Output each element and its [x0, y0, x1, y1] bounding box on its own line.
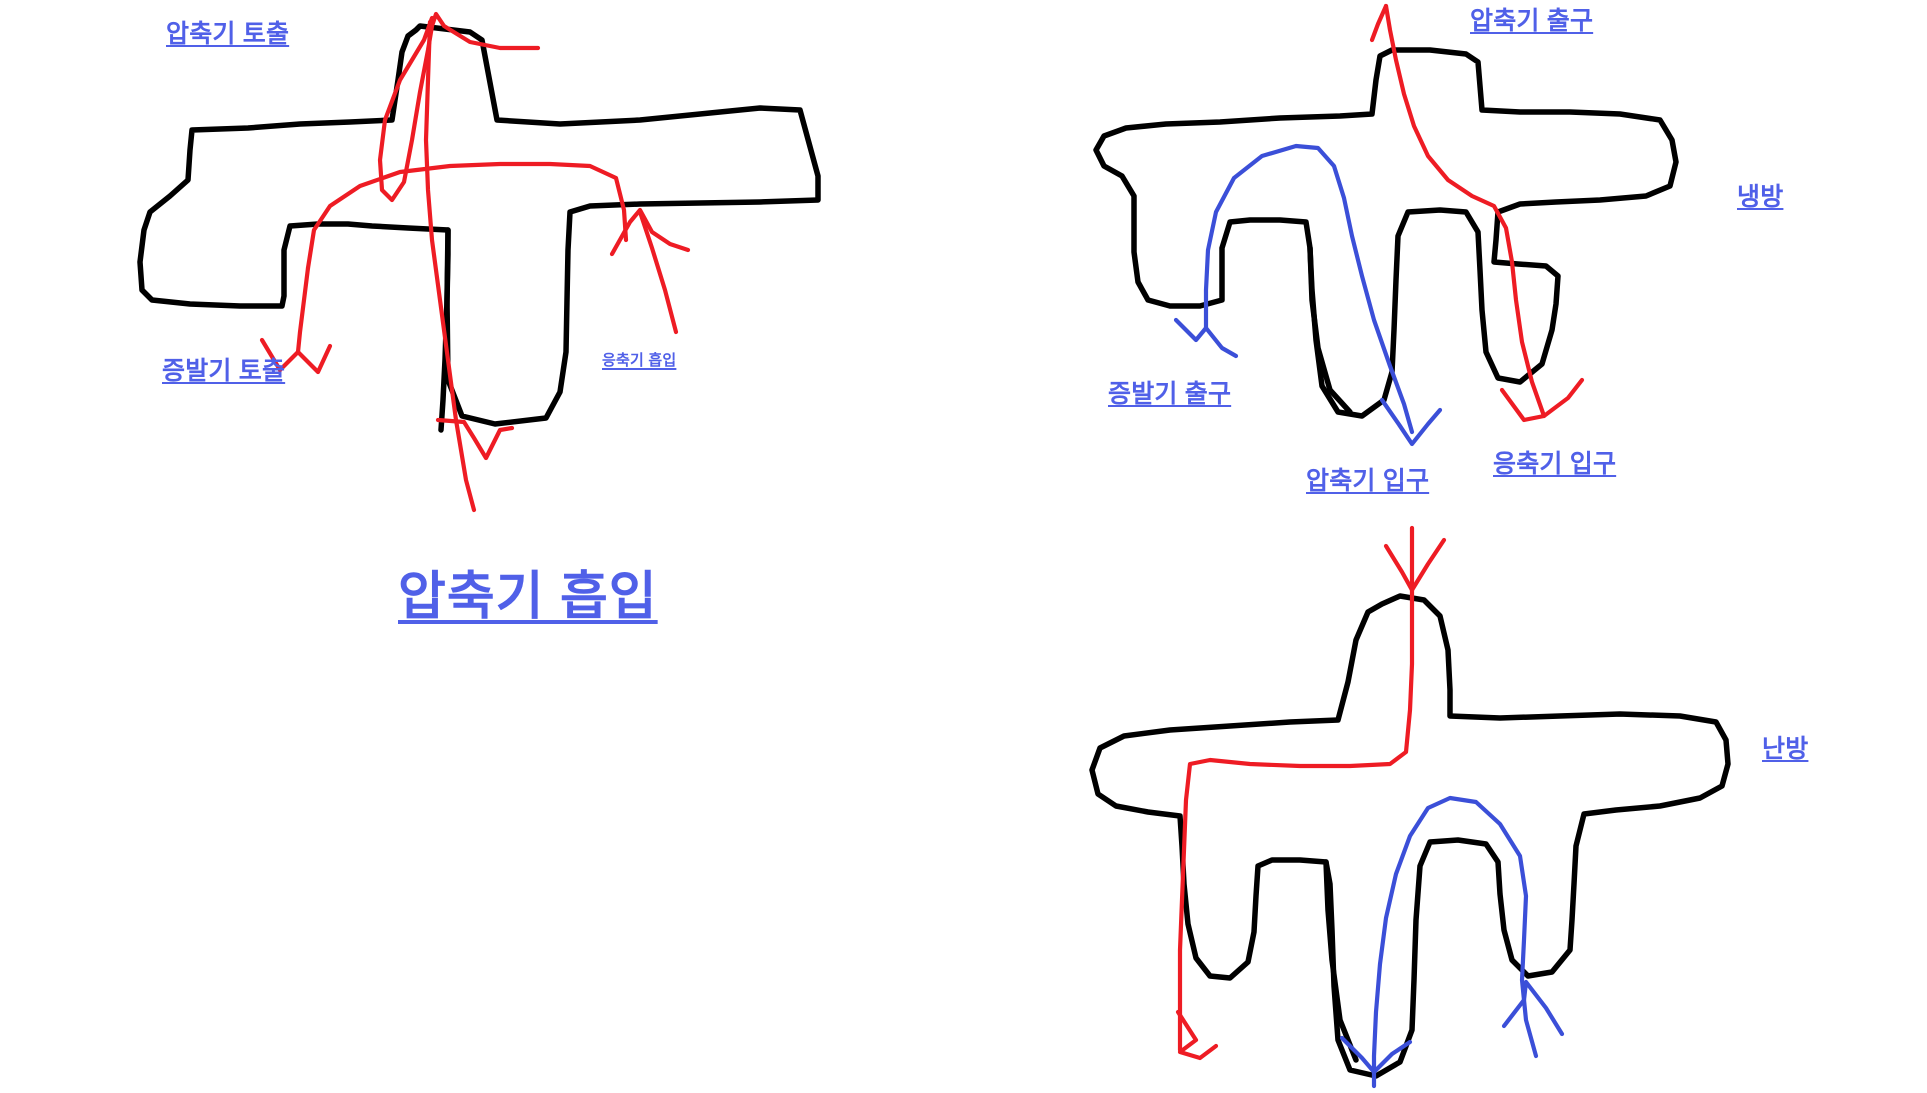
label-compressor-suction-title: 압축기 흡입 — [398, 568, 658, 626]
heating-cold-path — [1371, 795, 1539, 1089]
valve-center-stem-cooling — [1307, 245, 1353, 415]
compressor-outlet-tail — [1369, 3, 1389, 43]
label-cooling-mode: 냉방 — [1737, 183, 1784, 211]
compressor-suction-arrowhead — [435, 417, 515, 461]
heating-hot-outlet-arrowhead — [1175, 1009, 1219, 1061]
valve-body-outline-heating — [1089, 593, 1731, 1079]
label-evaporator-discharge: 증발기 토출 — [162, 357, 286, 385]
label-compressor-inlet: 압축기 입구 — [1306, 467, 1430, 495]
label-condenser-suction: 응축기 흡입 — [602, 352, 677, 369]
label-condenser-inlet: 응축기 입구 — [1493, 450, 1617, 478]
evaporator-outlet-arrowhead — [1173, 317, 1239, 359]
compressor-inlet-arrowhead — [1379, 397, 1443, 447]
cooling-cold-path — [1203, 143, 1415, 435]
valve-body-outline-cooling — [1093, 47, 1679, 419]
label-compressor-discharge: 압축기 토출 — [166, 20, 290, 48]
condenser-suction-stroke — [609, 207, 691, 257]
heating-cold-bottom-arrowhead — [1339, 1035, 1413, 1075]
horizontal-branch-stroke — [305, 161, 629, 271]
label-heating-mode: 난방 — [1762, 735, 1809, 763]
evaporator-discharge-stroke — [295, 265, 311, 355]
condenser-inlet-arrowhead — [1499, 377, 1585, 423]
heating-hot-path — [1177, 525, 1415, 1053]
label-evaporator-outlet: 증발기 출구 — [1108, 380, 1232, 408]
condenser-suction-tail — [637, 209, 679, 335]
cooling-hot-path — [1383, 3, 1547, 419]
valve-center-stem-left — [438, 227, 451, 433]
discharge-vertical-stroke — [423, 19, 477, 513]
heating-cold-right-arrowhead — [1501, 979, 1565, 1037]
heating-hot-inlet-arrowhead — [1383, 537, 1447, 593]
label-compressor-outlet: 압축기 출구 — [1470, 7, 1594, 35]
valve-center-stem-heating — [1323, 859, 1359, 1063]
compressor-discharge-stroke — [377, 11, 541, 203]
